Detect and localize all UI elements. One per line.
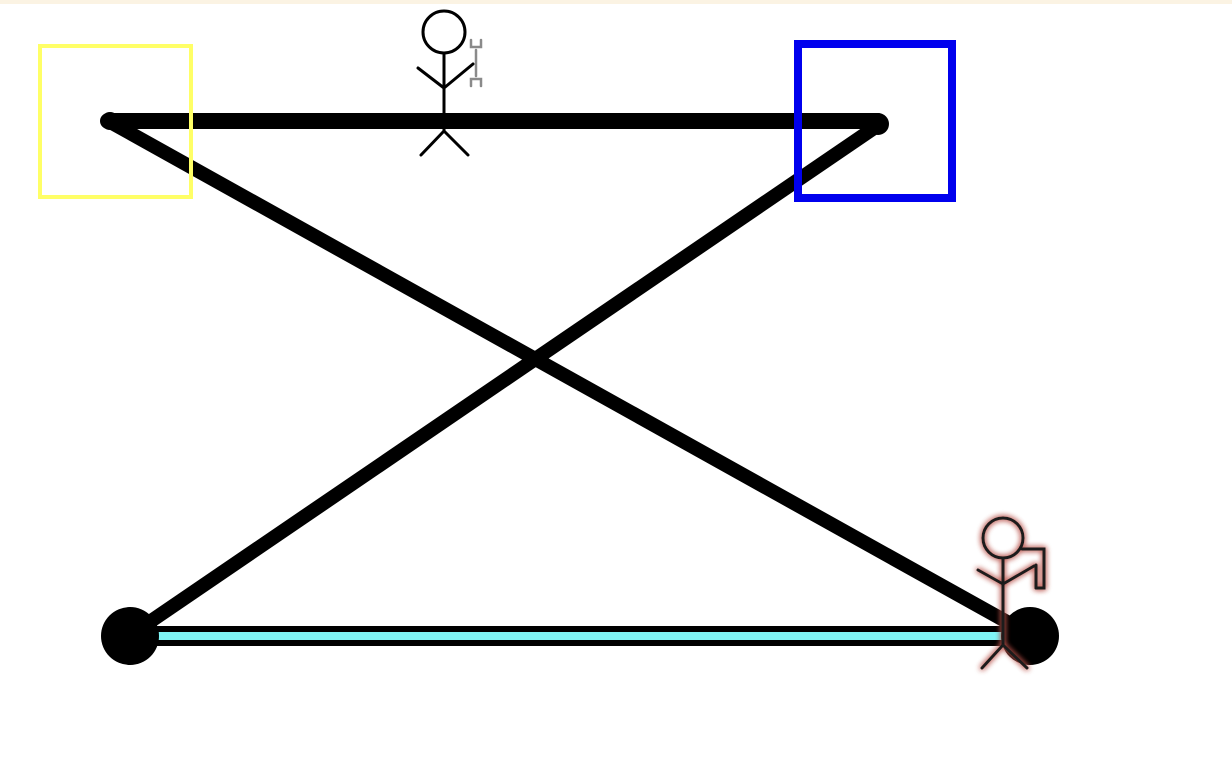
diagonal-top-right-to-bottom-left[interactable] bbox=[125, 117, 887, 641]
worker-stick-figure-icon[interactable] bbox=[416, 9, 483, 157]
node-top-right[interactable] bbox=[867, 113, 889, 135]
node-bottom-left[interactable] bbox=[101, 607, 159, 665]
top-border bbox=[0, 0, 1232, 4]
node-bottom-right[interactable] bbox=[1001, 607, 1059, 665]
wrench-icon bbox=[469, 38, 483, 88]
diagonal-top-left-to-bottom-right[interactable] bbox=[105, 116, 1032, 639]
player-stick-figure-icon[interactable] bbox=[976, 516, 1046, 670]
yellow-selection-box bbox=[38, 44, 193, 199]
bottom-edge[interactable] bbox=[130, 626, 1035, 646]
blue-selection-box bbox=[794, 40, 956, 202]
wrench-icon bbox=[1020, 547, 1046, 590]
node-top-left[interactable] bbox=[101, 112, 119, 130]
